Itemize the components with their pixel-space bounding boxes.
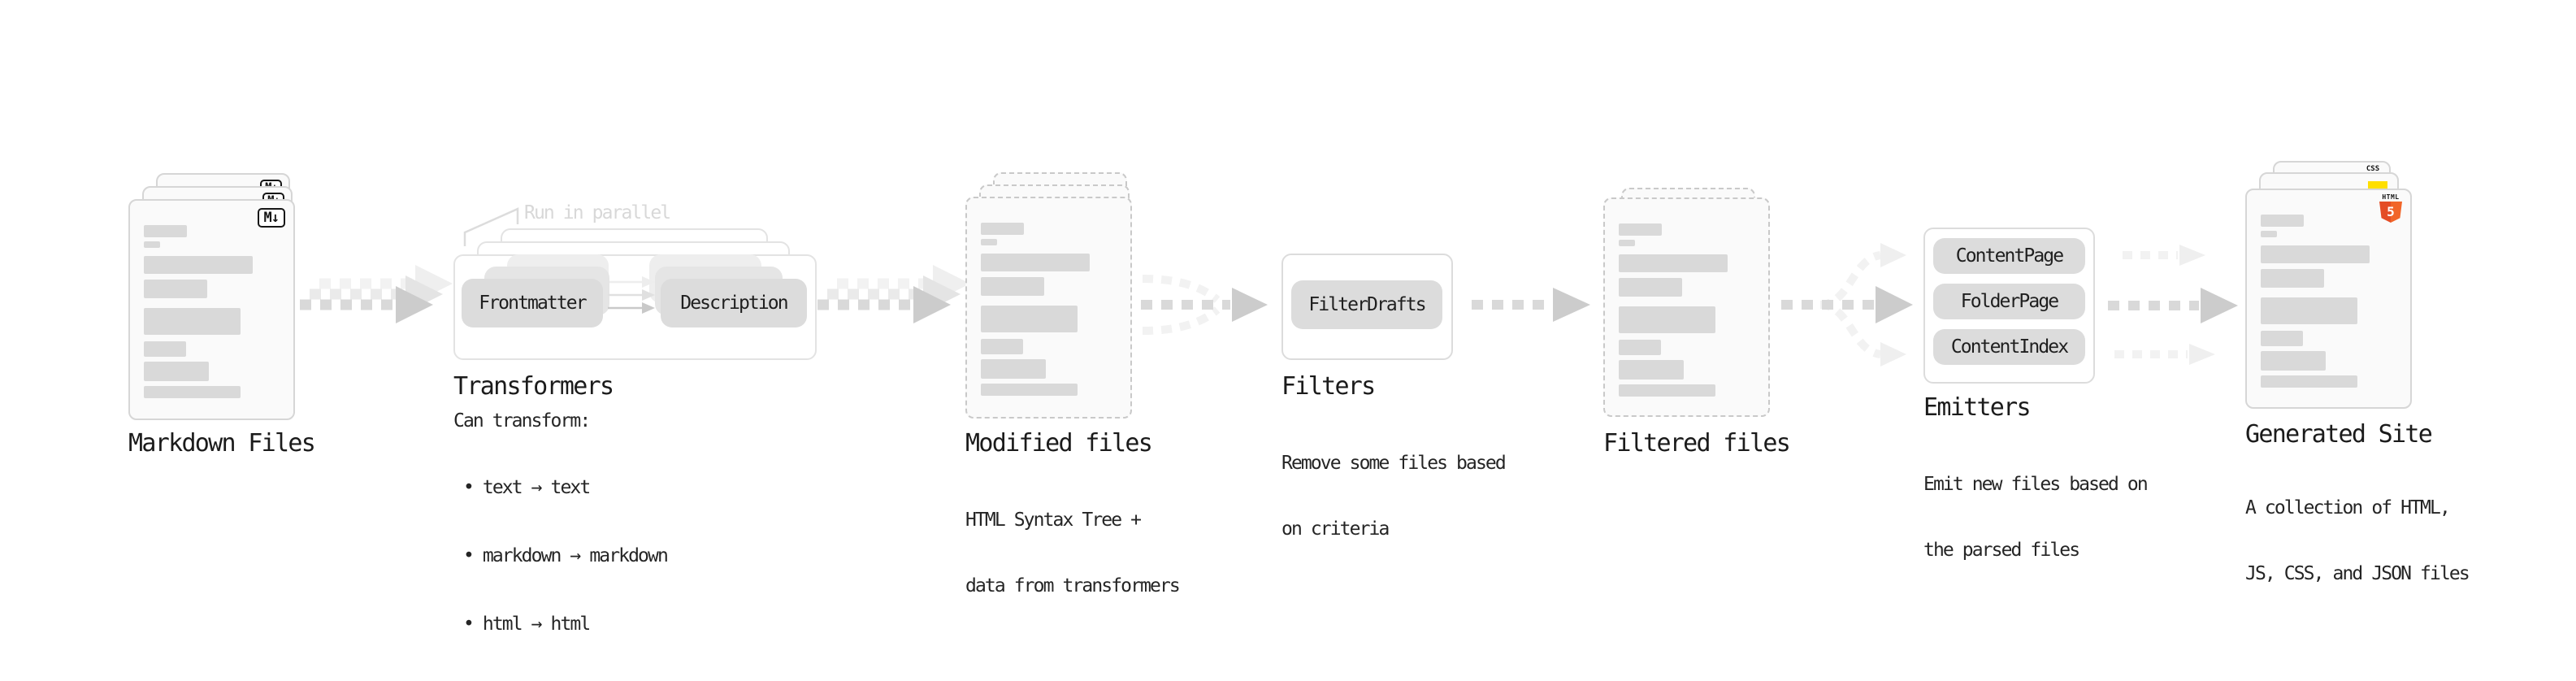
- skeleton-line: [981, 306, 1078, 332]
- description-pill-label: Description: [680, 293, 788, 314]
- contentindex-pill: ContentIndex: [1933, 329, 2085, 365]
- skeleton-line: [981, 239, 998, 245]
- modified-files-label: Modified files: [965, 429, 1153, 458]
- css-icon-label: CSS: [2366, 165, 2380, 173]
- skeleton-line: [1619, 360, 1685, 380]
- arrow-transformers-to-modified: [813, 234, 975, 327]
- description-line: A collection of HTML,: [2245, 497, 2451, 518]
- skeleton-line: [2261, 297, 2357, 324]
- arrow-emitters-top: [2119, 241, 2213, 269]
- skeleton-line: [1619, 223, 1663, 236]
- skeleton-line: [1619, 306, 1715, 333]
- run-in-parallel-callout-line: [455, 199, 528, 252]
- arrow-modified-to-filters-merge: [1136, 264, 1274, 345]
- skeleton-line: [2261, 269, 2325, 288]
- transformers-bullet-list: • text → text • markdown → markdown • ht…: [463, 431, 669, 681]
- skeleton-line: [2261, 331, 2303, 346]
- modified-files-description: HTML Syntax Tree + data from transformer…: [965, 466, 1181, 641]
- skeleton-line: [1619, 254, 1728, 272]
- modified-file-card-front: [965, 197, 1132, 419]
- description-line: Emit new files based on: [1923, 474, 2149, 495]
- filterdrafts-pill-label: FilterDrafts: [1308, 294, 1426, 315]
- skeleton-line: [144, 280, 208, 298]
- skeleton-line: [2261, 215, 2305, 227]
- description-line: on criteria: [1281, 518, 1390, 540]
- skeleton-line: [981, 339, 1023, 354]
- skeleton-line: [2261, 245, 2370, 263]
- emitters-title: Emitters: [1923, 393, 2032, 422]
- skeleton-line: [981, 254, 1090, 271]
- bullet-item: • markdown → markdown: [463, 545, 669, 566]
- generated-site-description: A collection of HTML, JS, CSS, and JSON …: [2245, 453, 2470, 629]
- description-line: data from transformers: [965, 575, 1181, 596]
- contentpage-pill: ContentPage: [1933, 238, 2085, 274]
- transformers-title: Transformers: [453, 372, 614, 401]
- folderpage-pill: FolderPage: [1933, 284, 2085, 319]
- skeleton-line: [1619, 340, 1661, 355]
- filters-title: Filters: [1281, 372, 1376, 401]
- description-pill: Description: [661, 279, 807, 327]
- html5-icon-label: HTML: [2382, 193, 2400, 201]
- skeleton-line: [144, 341, 186, 357]
- emitters-description: Emit new files based on the parsed files: [1923, 430, 2149, 605]
- arrow-filters-to-filtered: [1467, 280, 1597, 330]
- markdown-file-card-front: M↓: [128, 199, 295, 420]
- markdown-icon: M↓: [257, 208, 285, 228]
- generated-site-label: Generated Site: [2245, 420, 2433, 449]
- skeleton-line: [144, 225, 188, 237]
- skeleton-line: [144, 362, 210, 381]
- skeleton-line: [981, 277, 1045, 296]
- skeleton-line: [144, 241, 161, 248]
- filters-description: Remove some files based on criteria: [1281, 409, 1507, 584]
- description-line: JS, CSS, and JSON files: [2245, 563, 2470, 584]
- skeleton-line: [2261, 351, 2327, 371]
- skeleton-line: [1619, 384, 1715, 397]
- skeleton-line: [2261, 231, 2278, 237]
- arrow-emitters-middle: [2105, 285, 2243, 326]
- filtered-files-label: Filtered files: [1603, 429, 1791, 458]
- skeleton-line: [144, 256, 253, 274]
- description-line: HTML Syntax Tree +: [965, 510, 1142, 531]
- skeleton-line: [981, 223, 1025, 235]
- skeleton-line: [981, 359, 1047, 379]
- arrow-filtered-to-emitters-fanout: [1778, 236, 1918, 378]
- arrow-emitters-bottom: [2111, 340, 2221, 368]
- skeleton-line: [981, 384, 1078, 396]
- markdown-files-label: Markdown Files: [128, 429, 316, 458]
- document-placeholder-lines: [144, 201, 280, 419]
- run-in-parallel-label: Run in parallel: [524, 202, 671, 223]
- document-placeholder-lines: [2261, 190, 2396, 407]
- skeleton-line: [1619, 240, 1636, 246]
- bullet-item: • text → text: [463, 477, 591, 498]
- bullet-item: • html → html: [463, 614, 591, 635]
- description-line: Remove some files based: [1281, 453, 1507, 474]
- skeleton-line: [144, 386, 241, 398]
- skeleton-line: [144, 308, 241, 335]
- document-placeholder-lines: [1619, 199, 1754, 415]
- contentindex-pill-label: ContentIndex: [1950, 336, 2069, 358]
- folderpage-pill-label: FolderPage: [1960, 291, 2059, 312]
- filterdrafts-pill: FilterDrafts: [1291, 280, 1442, 329]
- html5-icon: HTML 5: [2379, 193, 2403, 223]
- filtered-file-card-front: [1603, 197, 1770, 417]
- description-line: the parsed files: [1923, 540, 2080, 561]
- skeleton-line: [2261, 375, 2357, 388]
- arrow-markdown-to-transformers: [295, 234, 458, 327]
- document-placeholder-lines: [981, 198, 1117, 417]
- contentpage-pill-label: ContentPage: [1955, 245, 2064, 267]
- transformers-heading: Can transform:: [453, 410, 591, 432]
- frontmatter-pill: Frontmatter: [462, 279, 603, 327]
- frontmatter-pill-label: Frontmatter: [479, 293, 587, 314]
- generated-file-card-front: HTML 5: [2245, 189, 2412, 409]
- skeleton-line: [1619, 278, 1683, 297]
- arrows-frontmatter-to-description: [605, 275, 663, 317]
